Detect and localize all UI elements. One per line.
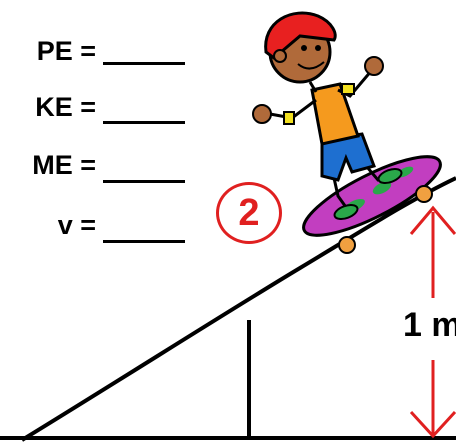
equation-label: v = bbox=[57, 210, 96, 240]
equation-label: ME = bbox=[32, 150, 96, 180]
ramp-curve bbox=[20, 176, 456, 442]
step-number-badge: 2 bbox=[216, 182, 282, 244]
answer-blank bbox=[103, 240, 185, 243]
answer-blank bbox=[103, 180, 185, 183]
height-label: 1 m bbox=[403, 306, 456, 344]
answer-blank bbox=[103, 62, 185, 65]
answer-blank bbox=[103, 121, 185, 124]
arrow-up-icon bbox=[409, 205, 456, 235]
equation-v: v = bbox=[0, 210, 456, 243]
equation-ke: KE = bbox=[0, 92, 456, 124]
equation-label: PE = bbox=[36, 36, 96, 66]
equation-label: KE = bbox=[35, 92, 96, 122]
skateboarder-cartoon-icon bbox=[252, 11, 442, 254]
equation-me: ME = bbox=[0, 150, 456, 183]
equation-pe: PE = bbox=[0, 36, 456, 66]
arrow-down-icon bbox=[409, 410, 456, 439]
height-arrow bbox=[409, 205, 456, 439]
